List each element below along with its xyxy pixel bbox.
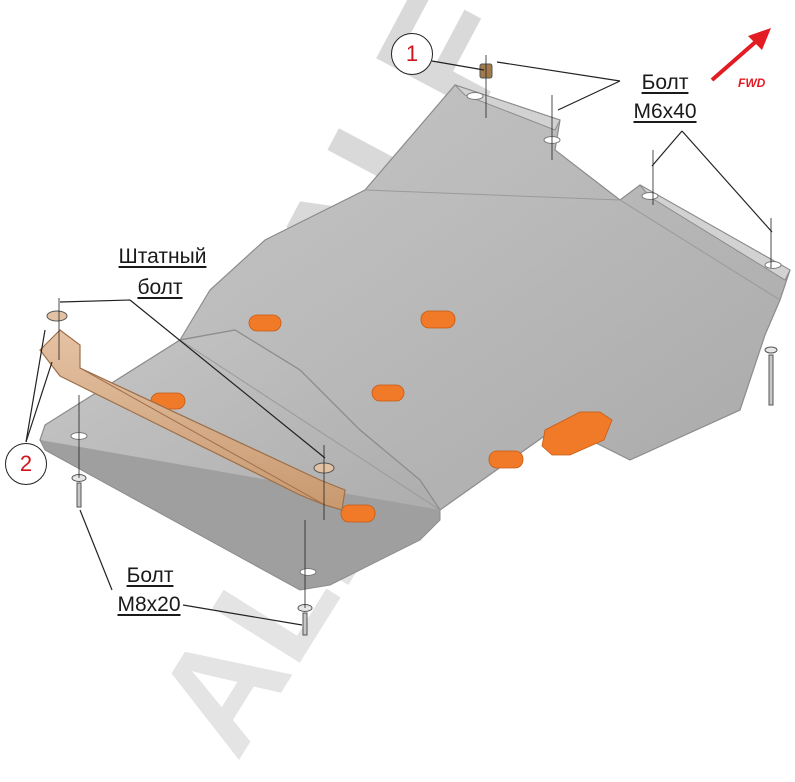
washer <box>764 346 778 354</box>
washer <box>46 310 68 322</box>
stamp <box>340 504 376 523</box>
stamp <box>488 450 524 469</box>
skid-plate-drawing <box>25 28 791 636</box>
slot-hole <box>466 92 484 100</box>
reinforcement-bracket <box>39 329 346 511</box>
callout-2: 2 <box>5 443 47 485</box>
label-bolt-m8-size: M8x20 <box>117 593 181 616</box>
stamp <box>371 384 405 402</box>
diagram-canvas: ALF ALFeco <box>5 0 791 780</box>
slot-hole <box>299 568 317 576</box>
service-hatch <box>541 411 613 456</box>
fwd-arrow <box>710 28 771 82</box>
callout-1: 1 <box>391 33 433 75</box>
bolt <box>76 482 82 508</box>
mounting-slots <box>70 92 782 576</box>
leader-lines <box>25 55 773 626</box>
stamp <box>420 310 456 329</box>
label-bolt-m6-title: Болт <box>641 71 689 94</box>
slot-hole <box>764 261 782 269</box>
slot-hole <box>641 192 659 200</box>
stamp <box>248 314 282 332</box>
bolt <box>302 612 308 636</box>
bolt <box>768 354 774 406</box>
label-bolt-m6-size: M6x40 <box>633 100 697 123</box>
label-stock-bolt-sub: болт <box>137 276 183 299</box>
label-stock-bolt-title: Штатный <box>118 245 207 268</box>
fwd-label: FWD <box>738 76 766 90</box>
label-bolt-m8-title: Болт <box>126 564 174 587</box>
